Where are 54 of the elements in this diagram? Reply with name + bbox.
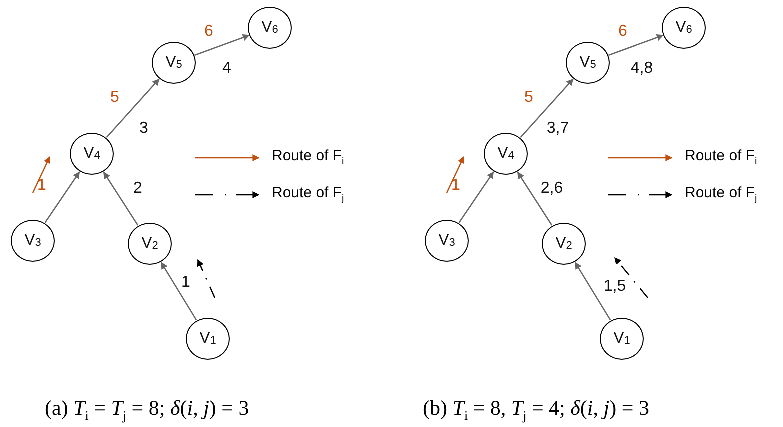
edge-number: 1	[182, 275, 190, 291]
edge-number: 2,6	[540, 181, 564, 197]
node-circle	[566, 42, 610, 84]
legend-label: Route of F$_{j}$	[685, 186, 758, 204]
node-label: V$_{4}$	[84, 146, 100, 162]
node-circle	[600, 318, 644, 360]
arrow	[574, 262, 612, 321]
edge-number: 1,5	[604, 279, 626, 295]
node-circle	[152, 42, 196, 84]
edge-number: 6	[204, 24, 214, 40]
node-circle	[11, 220, 55, 262]
caption: (b) T$_{i}$ = 8, T$_{j}$ = 4; δ(i, j) = 3	[423, 398, 650, 422]
edge-number: 5	[524, 90, 534, 106]
node-circle	[128, 223, 172, 265]
node-label: V$_{2}$	[142, 236, 158, 252]
node-circle	[70, 133, 114, 175]
arrow	[517, 172, 553, 226]
edge-number: 6	[618, 24, 628, 40]
edge-number: 3	[140, 121, 148, 137]
arrow	[44, 172, 80, 224]
edge-number: 2	[134, 181, 142, 197]
edge-number: 1	[38, 178, 46, 194]
edge-number: 3,7	[546, 121, 570, 137]
arrow	[520, 78, 574, 138]
edge-number: 5	[110, 90, 120, 106]
node-label: V$_{5}$	[166, 55, 182, 71]
node-label: V$_{3}$	[24, 233, 42, 249]
caption: (a) T$_{i}$ = T$_{j}$ = 8; δ(i, j) = 3	[45, 398, 250, 422]
arrow	[194, 34, 250, 56]
node-label: V$_{2}$	[556, 236, 572, 252]
legend-label: Route of F$_{i}$	[685, 148, 758, 168]
arrow	[608, 34, 664, 56]
node-circle	[248, 7, 292, 49]
arrow	[160, 262, 198, 321]
edge-number: 1	[452, 178, 460, 194]
node-label: V$_{1}$	[200, 331, 216, 347]
edge-number: 4	[222, 61, 232, 77]
node-label: V$_{4}$	[498, 146, 514, 162]
node-circle	[484, 133, 528, 175]
legend-label: Route of F$_{i}$	[272, 148, 344, 168]
node-label: V$_{3}$	[438, 233, 456, 249]
node-label: V$_{6}$	[262, 20, 278, 36]
node-label: V$_{6}$	[676, 20, 692, 36]
arrow	[106, 78, 160, 138]
node-circle	[186, 318, 230, 360]
node-circle	[542, 223, 586, 265]
node-circle	[662, 7, 706, 49]
node-label: V$_{1}$	[614, 331, 630, 347]
node-label: V$_{5}$	[580, 55, 596, 71]
legend-label: Route of F$_{j}$	[272, 186, 344, 204]
node-circle	[425, 220, 469, 262]
arrow	[103, 172, 139, 226]
arrow	[458, 172, 494, 224]
edge-number: 4,8	[630, 61, 654, 77]
